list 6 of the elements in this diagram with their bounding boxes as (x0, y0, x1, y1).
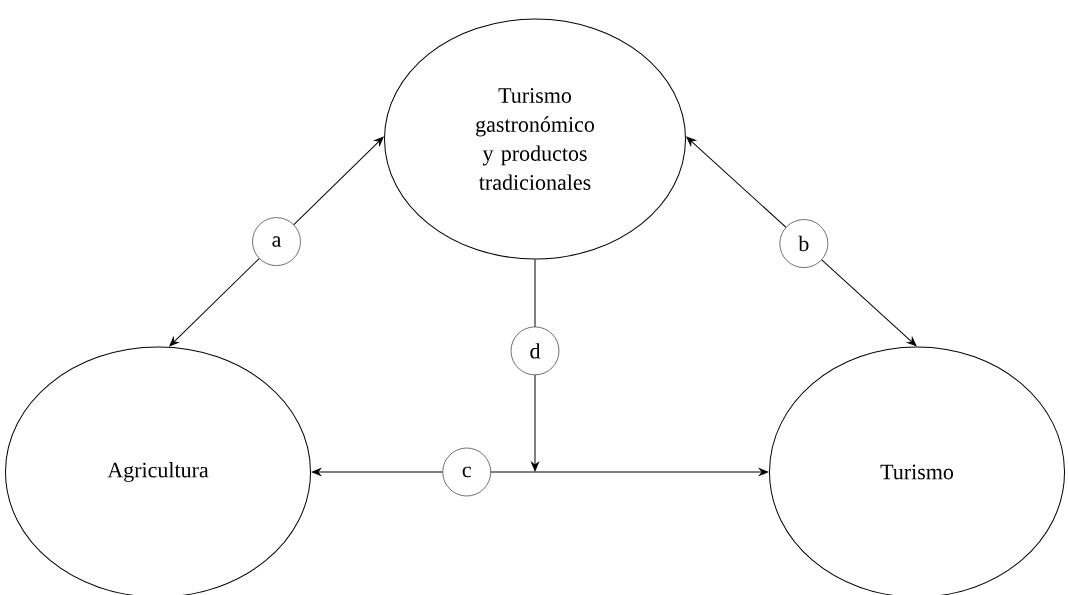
edge-label: d (510, 326, 560, 376)
edge-label: a (252, 217, 301, 266)
edge-label: b (779, 219, 829, 268)
arrow (311, 468, 769, 476)
edge-label: c (442, 447, 492, 497)
ellipse-node: Turismo gastronómico y productos tradicionales (384, 18, 686, 260)
